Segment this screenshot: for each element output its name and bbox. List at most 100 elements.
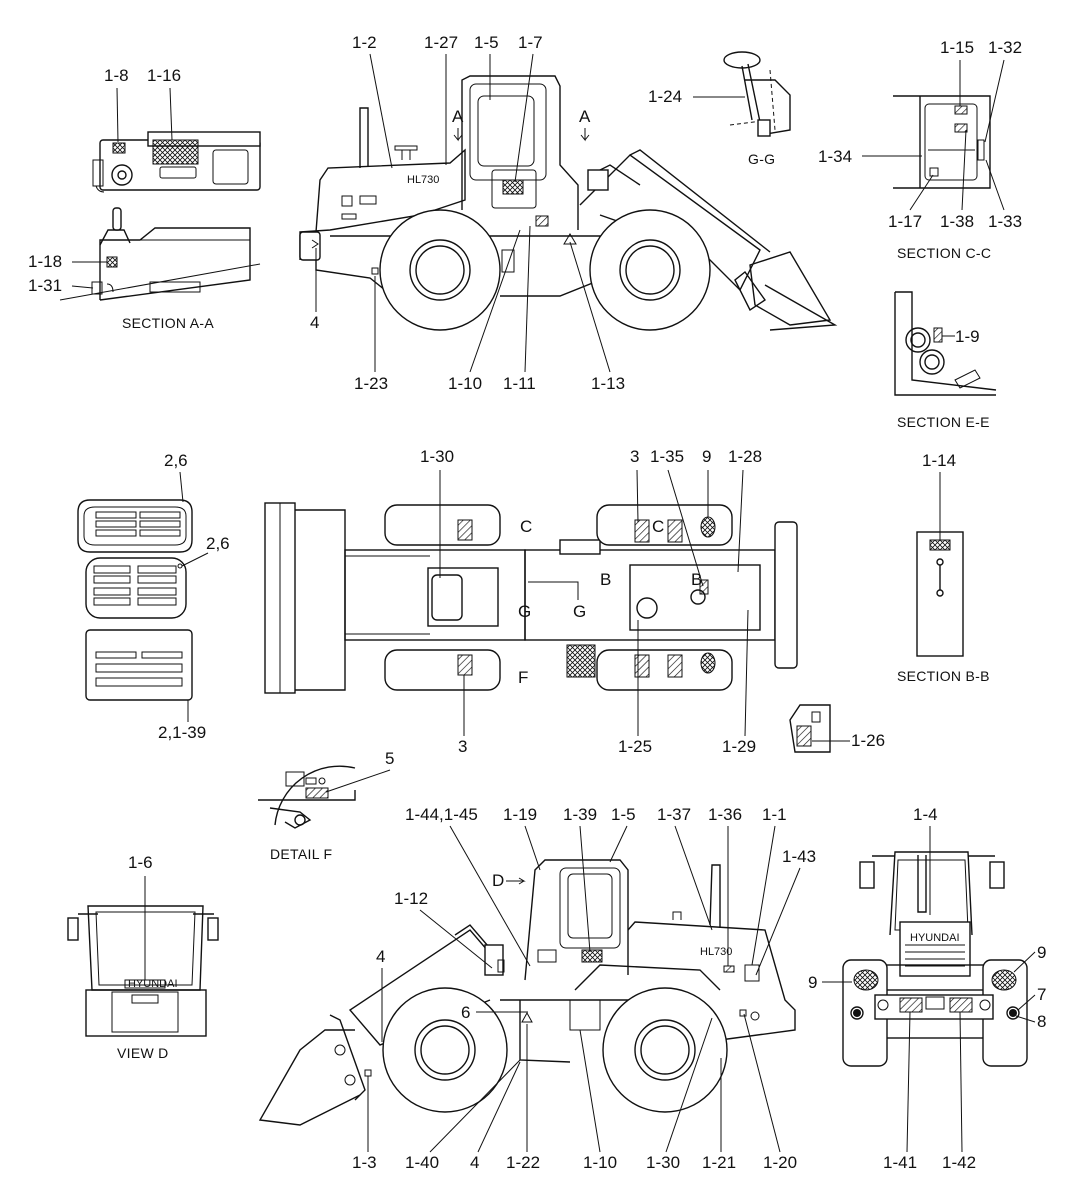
label-section-aa-1: 1-8 — [104, 66, 129, 85]
plate-rounded — [85, 557, 187, 619]
label-plate-3: 2,1-39 — [158, 723, 206, 742]
section-mark-a-left: A — [452, 107, 464, 126]
label-top-2: 3 — [630, 447, 639, 466]
label-section-aa-2: 1-16 — [147, 66, 181, 85]
section-g-g: 1-24 G-G — [648, 51, 791, 167]
label-section-aa-4: 1-31 — [28, 276, 62, 295]
label-section-cc-5: 1-38 — [940, 212, 974, 231]
label-section-cc-4: 1-17 — [888, 212, 922, 231]
label-side-bottom-17: 1-30 — [646, 1153, 680, 1172]
label-rear-1: 1-4 — [913, 805, 938, 824]
label-side-bottom-4: 1-5 — [611, 805, 636, 824]
label-side-bottom-3: 1-39 — [563, 805, 597, 824]
section-mark-b-right: B — [691, 570, 702, 589]
label-top-6: 3 — [458, 737, 467, 756]
plates: 2,6 2,6 2,1-39 — [77, 451, 230, 742]
side-view-bottom: HL730 D — [258, 805, 816, 1172]
plate-oval — [77, 499, 193, 553]
label-section-cc-3: 1-34 — [818, 147, 852, 166]
label-plate-1: 2,6 — [164, 451, 188, 470]
label-rear-7: 1-42 — [942, 1153, 976, 1172]
section-aa-dashboard — [92, 131, 261, 193]
detail-f: 5 DETAIL F — [258, 749, 394, 862]
label-rear-4: 7 — [1037, 985, 1046, 1004]
label-side-top-5: 4 — [310, 313, 319, 332]
side-view-bottom-model-plate: HL730 — [700, 946, 732, 958]
label-side-bottom-11: 6 — [461, 1003, 470, 1022]
label-top-7: 1-25 — [618, 737, 652, 756]
label-side-bottom-5: 1-37 — [657, 805, 691, 824]
view-d-cab-rear: HYUNDAI — [67, 905, 219, 1037]
label-side-top-3: 1-5 — [474, 33, 499, 52]
label-section-cc-1: 1-15 — [940, 38, 974, 57]
label-view-d: 1-6 — [128, 853, 153, 872]
section-a-a: 1-8 1-16 1-18 1-31 SECTION A-A — [28, 66, 261, 331]
label-side-top-1: 1-2 — [352, 33, 377, 52]
label-side-bottom-19: 1-20 — [763, 1153, 797, 1172]
section-cc-door-panel — [893, 95, 991, 189]
label-side-bottom-12: 1-3 — [352, 1153, 377, 1172]
label-side-top-7: 1-10 — [448, 374, 482, 393]
detail-f-shape — [258, 765, 356, 829]
label-top-1: 1-30 — [420, 447, 454, 466]
section-mark-c-left: C — [520, 517, 532, 536]
label-plate-2: 2,6 — [206, 534, 230, 553]
caption-detail-f: DETAIL F — [270, 846, 332, 862]
section-ee-panel — [894, 291, 997, 396]
label-side-bottom-9: 1-12 — [394, 889, 428, 908]
label-section-ee-1: 1-9 — [955, 327, 980, 346]
part-126-bracket — [789, 704, 831, 753]
section-mark-d: D — [492, 871, 504, 890]
section-b-b: 1-14 SECTION B-B — [897, 451, 989, 684]
section-mark-f: F — [518, 668, 528, 687]
label-side-bottom-2: 1-19 — [503, 805, 537, 824]
label-side-top-9: 1-13 — [591, 374, 625, 393]
label-top-4: 9 — [702, 447, 711, 466]
section-mark-g-right: G — [573, 602, 586, 621]
section-gg-steering-column — [723, 51, 791, 137]
label-side-top-8: 1-11 — [503, 374, 536, 393]
label-top-3: 1-35 — [650, 447, 684, 466]
section-e-e: 1-9 SECTION E-E — [894, 291, 997, 430]
label-detail-f: 5 — [385, 749, 394, 768]
label-side-bottom-15: 1-22 — [506, 1153, 540, 1172]
section-mark-c-right: C — [652, 517, 664, 536]
label-side-bottom-1: 1-44,1-45 — [405, 805, 478, 824]
rear-view-loader: HYUNDAI — [842, 851, 1028, 1067]
section-bb-panel — [916, 531, 964, 657]
side-view-top-model-plate: HL730 — [407, 174, 439, 186]
label-side-bottom-10: 4 — [376, 947, 385, 966]
section-mark-g-left: G — [518, 602, 531, 621]
side-view-bottom-loader: HL730 — [258, 859, 796, 1126]
part-1-26: 1-26 — [789, 704, 885, 753]
top-view-loader — [264, 502, 798, 694]
section-aa-console — [59, 207, 261, 301]
section-c-c: 1-15 1-32 1-34 1-17 1-38 1-33 SECTION C-… — [818, 38, 1022, 261]
rear-view-brand-plate: HYUNDAI — [910, 932, 960, 944]
label-side-bottom-13: 1-40 — [405, 1153, 439, 1172]
label-side-bottom-18: 1-21 — [702, 1153, 736, 1172]
label-part-126: 1-26 — [851, 731, 885, 750]
label-section-cc-6: 1-33 — [988, 212, 1022, 231]
label-top-8: 1-29 — [722, 737, 756, 756]
caption-section-gg: G-G — [748, 151, 775, 167]
label-rear-2: 9 — [1037, 943, 1046, 962]
view-d-brand-plate: HYUNDAI — [128, 978, 178, 990]
label-side-bottom-14: 4 — [470, 1153, 479, 1172]
rear-view: HYUNDAI 1-4 9 9 7 8 1-41 — [808, 805, 1046, 1172]
label-side-top-6: 1-23 — [354, 374, 388, 393]
view-d: HYUNDAI 1-6 VIEW D — [67, 853, 219, 1061]
label-rear-3: 9 — [808, 973, 817, 992]
label-section-gg-1: 1-24 — [648, 87, 682, 106]
label-rear-6: 1-41 — [883, 1153, 917, 1172]
label-rear-5: 8 — [1037, 1012, 1046, 1031]
top-view: C C B B G G F 1-30 3 1-35 9 1-28 3 1-25 … — [264, 447, 798, 756]
label-side-top-4: 1-7 — [518, 33, 543, 52]
label-side-bottom-16: 1-10 — [583, 1153, 617, 1172]
caption-section-cc: SECTION C-C — [897, 245, 991, 261]
section-mark-b-left: B — [600, 570, 611, 589]
label-section-bb-1: 1-14 — [922, 451, 956, 470]
side-view-top: HL730 A A 1-2 — [299, 33, 838, 393]
caption-section-aa: SECTION A-A — [122, 315, 214, 331]
